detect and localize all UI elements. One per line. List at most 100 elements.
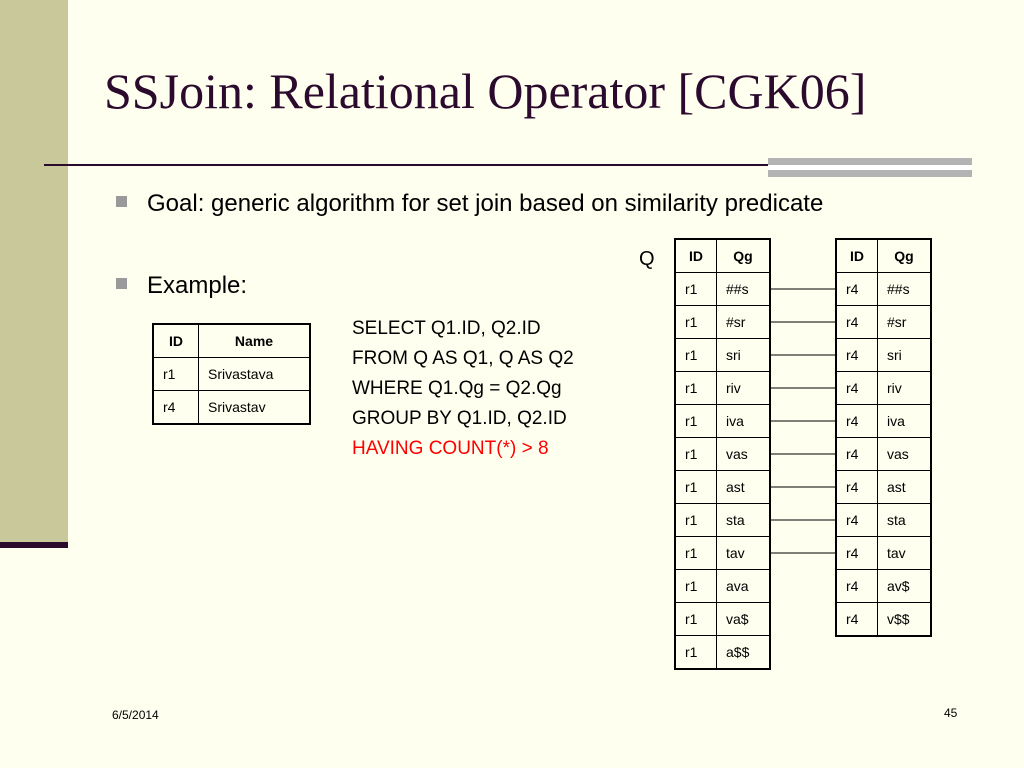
cell-qgram: v$$ [877,602,932,637]
cell-qgram: sta [716,503,771,537]
bullet-goal-text: Goal: generic algorithm for set join bas… [147,190,824,217]
sql-line: GROUP BY Q1.ID, Q2.ID [352,408,567,429]
left-decor-band [0,0,68,545]
cell-id: r1 [674,305,717,339]
title-underline [44,164,774,166]
cell-qgram: riv [716,371,771,405]
cell-id: r4 [835,569,878,603]
slide-title: SSJoin: Relational Operator [CGK06] [104,63,867,119]
cell-qgram: ast [716,470,771,504]
cell-qgram: va$ [716,602,771,636]
cell-id: r4 [835,536,878,570]
sql-query: SELECT Q1.ID, Q2.ID FROM Q AS Q1, Q AS Q… [352,314,574,464]
cell-name: Srivastav [198,390,311,425]
cell-qgram: #sr [877,305,932,339]
cell-id: r1 [674,536,717,570]
header-id: ID [835,238,878,273]
q-table-label: Q [639,248,655,270]
cell-qgram: vas [716,437,771,471]
cell-qgram: sri [877,338,932,372]
cell-id: r4 [835,404,878,438]
table-row: r1 Srivastava [152,357,311,391]
cell-qgram: ##s [877,272,932,306]
cell-id: r1 [152,357,199,391]
bullet-square-icon [116,196,127,207]
cell-id: r1 [674,437,717,471]
table-row: r4##s [835,272,932,306]
cell-id: r1 [674,503,717,537]
cell-qgram: iva [716,404,771,438]
cell-id: r1 [674,338,717,372]
table-row: r1##s [674,272,771,306]
left-decor-line [0,542,68,548]
slide-page-number: 45 [944,706,958,720]
cell-id: r4 [835,305,878,339]
cell-qgram: av$ [877,569,932,603]
sql-line: FROM Q AS Q1, Q AS Q2 [352,348,574,369]
cell-id: r1 [674,569,717,603]
table-header-row: ID Qg [674,238,771,273]
header-qg: Qg [716,238,771,273]
bullet-goal: Goal: generic algorithm for set join bas… [116,192,823,216]
bullet-square-icon [116,278,127,289]
table-row: r4#sr [835,305,932,339]
cell-id: r4 [835,503,878,537]
cell-id: r4 [835,371,878,405]
cell-id: r4 [835,437,878,471]
cell-id: r4 [835,338,878,372]
cell-id: r4 [835,602,878,637]
sql-line: SELECT Q1.ID, Q2.ID [352,318,541,339]
cell-qgram: riv [877,371,932,405]
header-qg: Qg [877,238,932,273]
cell-name: Srivastava [198,357,311,391]
cell-qgram: ast [877,470,932,504]
header-id: ID [152,323,199,358]
cell-id: r1 [674,470,717,504]
cell-id: r1 [674,272,717,306]
sql-having-line: HAVING COUNT(*) > 8 [352,438,549,459]
cell-id: r1 [674,635,717,670]
cell-qgram: tav [716,536,771,570]
cell-qgram: ava [716,569,771,603]
cell-qgram: vas [877,437,932,471]
cell-id: r1 [674,404,717,438]
name-table: ID Name r1 Srivastava r4 Srivastav [152,323,311,425]
cell-qgram: ##s [716,272,771,306]
header-id: ID [674,238,717,273]
bullet-example: Example: [116,274,247,298]
table-row: r1#sr [674,305,771,339]
bullet-example-text: Example: [147,272,248,299]
cell-qgram: a$$ [716,635,771,670]
cell-qgram: #sr [716,305,771,339]
cell-qgram: sta [877,503,932,537]
slide-date: 6/5/2014 [112,708,159,722]
cell-qgram: tav [877,536,932,570]
cell-id: r1 [674,602,717,636]
table-header-row: ID Qg [835,238,932,273]
cell-qgram: iva [877,404,932,438]
title-decor-bars [768,158,972,177]
cell-id: r4 [835,470,878,504]
cell-qgram: sri [716,338,771,372]
cell-id: r4 [835,272,878,306]
cell-id: r1 [674,371,717,405]
